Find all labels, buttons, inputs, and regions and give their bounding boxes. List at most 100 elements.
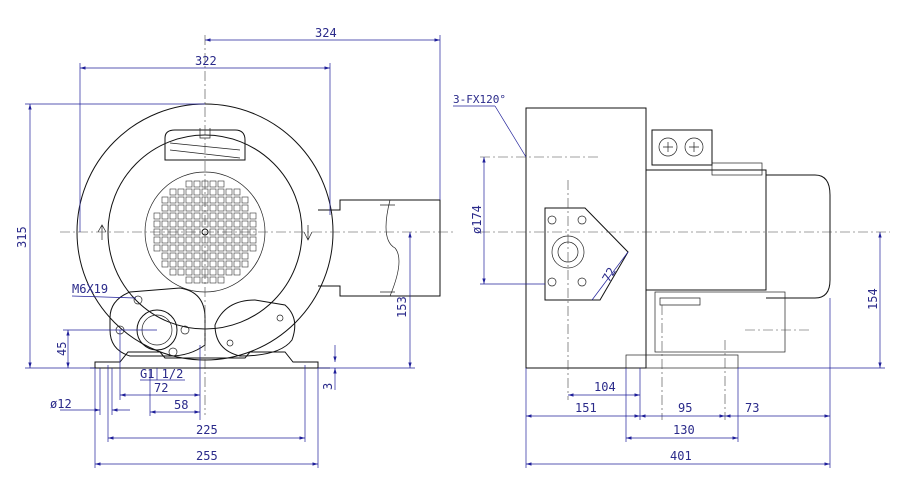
grill-slot — [209, 188, 217, 196]
grill-slot — [225, 260, 233, 268]
dim-153: 153 — [395, 296, 409, 318]
dim-315: 315 — [15, 226, 29, 248]
dim-225: 225 — [196, 423, 218, 437]
grill-slot — [193, 188, 201, 196]
dim-dia-12: ø12 — [50, 397, 72, 411]
grill-slot — [217, 236, 225, 244]
grill-slot — [161, 260, 169, 268]
dim-3: 3 — [321, 383, 335, 390]
dim-angle-72: 72 — [599, 265, 618, 285]
grill-slot — [233, 268, 241, 276]
grill-slot — [185, 220, 193, 228]
dim-95: 95 — [678, 401, 692, 415]
grill-slot — [209, 180, 217, 188]
grill-slot — [241, 260, 249, 268]
label-3-fx120: 3-FX120° — [453, 93, 506, 106]
grill-slot — [241, 220, 249, 228]
grill-slot — [217, 252, 225, 260]
grill-slot — [233, 220, 241, 228]
grill-slot — [177, 196, 185, 204]
port-lug — [109, 287, 206, 357]
grill-slot — [193, 196, 201, 204]
grill-slot — [169, 268, 177, 276]
dim-dia-174: ø174 — [470, 205, 484, 234]
grill-slot — [225, 236, 233, 244]
grill-slot — [209, 276, 217, 284]
grill-slot — [233, 196, 241, 204]
grill-slot — [233, 260, 241, 268]
grill-slot — [193, 276, 201, 284]
grill-slot — [161, 252, 169, 260]
grill-slot — [193, 220, 201, 228]
grill-slot — [161, 220, 169, 228]
grill-slot — [217, 244, 225, 252]
dim-73: 73 — [745, 401, 759, 415]
grill-slot — [233, 204, 241, 212]
grill-slot — [241, 244, 249, 252]
grill-slot — [161, 236, 169, 244]
grill-slot — [241, 204, 249, 212]
grill-slot — [225, 268, 233, 276]
dim-130: 130 — [673, 423, 695, 437]
motor-body — [645, 169, 767, 291]
grill-slot — [153, 212, 161, 220]
grill-slot — [177, 220, 185, 228]
grill-slot — [217, 204, 225, 212]
grill-slot — [225, 220, 233, 228]
dim-154: 154 — [866, 288, 880, 310]
grill-slot — [169, 220, 177, 228]
grill-slot — [209, 196, 217, 204]
dim-324: 324 — [315, 26, 337, 40]
grill-slot — [193, 252, 201, 260]
dim-151: 151 — [575, 401, 597, 415]
grill-slot — [225, 244, 233, 252]
grill-slot — [153, 244, 161, 252]
grill-slot — [193, 180, 201, 188]
grill-slot — [169, 188, 177, 196]
grill-slot — [217, 260, 225, 268]
grill-slot — [161, 212, 169, 220]
grill-slot — [249, 244, 257, 252]
flange-plate — [544, 207, 629, 301]
front-view: 324 322 315 153 45 3 M6X19 G1 1/2 72 — [15, 26, 455, 468]
grill-slot — [233, 188, 241, 196]
grill-slot — [185, 252, 193, 260]
junction-box — [651, 129, 713, 166]
grill-slot — [161, 196, 169, 204]
grill-slot — [249, 212, 257, 220]
grill-slot — [241, 236, 249, 244]
terminal-box — [164, 129, 246, 161]
label-m6x19: M6X19 — [72, 282, 108, 296]
grill-slot — [209, 236, 217, 244]
dim-45: 45 — [55, 342, 69, 356]
grill-slot — [209, 252, 217, 260]
grill-slot — [169, 244, 177, 252]
grill-slot — [193, 260, 201, 268]
grill-slot — [177, 236, 185, 244]
grill-slot — [233, 236, 241, 244]
grill-slot — [177, 252, 185, 260]
grill-slot — [209, 260, 217, 268]
grill-slot — [225, 252, 233, 260]
grill-slot — [225, 204, 233, 212]
grill-slot — [185, 204, 193, 212]
grill-slot — [185, 180, 193, 188]
outlet-pipe — [318, 199, 441, 297]
side-housing — [525, 107, 647, 369]
grill-slot — [225, 188, 233, 196]
label-g1-1-2: G1 1/2 — [140, 367, 183, 381]
grill-slot — [233, 212, 241, 220]
grill-slot — [185, 276, 193, 284]
dim-401: 401 — [670, 449, 692, 463]
grill-slot — [169, 252, 177, 260]
grill-slot — [185, 188, 193, 196]
grill-slot — [241, 252, 249, 260]
grill-slot — [209, 212, 217, 220]
grill-slot — [177, 204, 185, 212]
grill-slot — [193, 244, 201, 252]
grill-slot — [217, 276, 225, 284]
dim-322: 322 — [195, 54, 217, 68]
grill-slot — [169, 260, 177, 268]
grill-slot — [177, 244, 185, 252]
